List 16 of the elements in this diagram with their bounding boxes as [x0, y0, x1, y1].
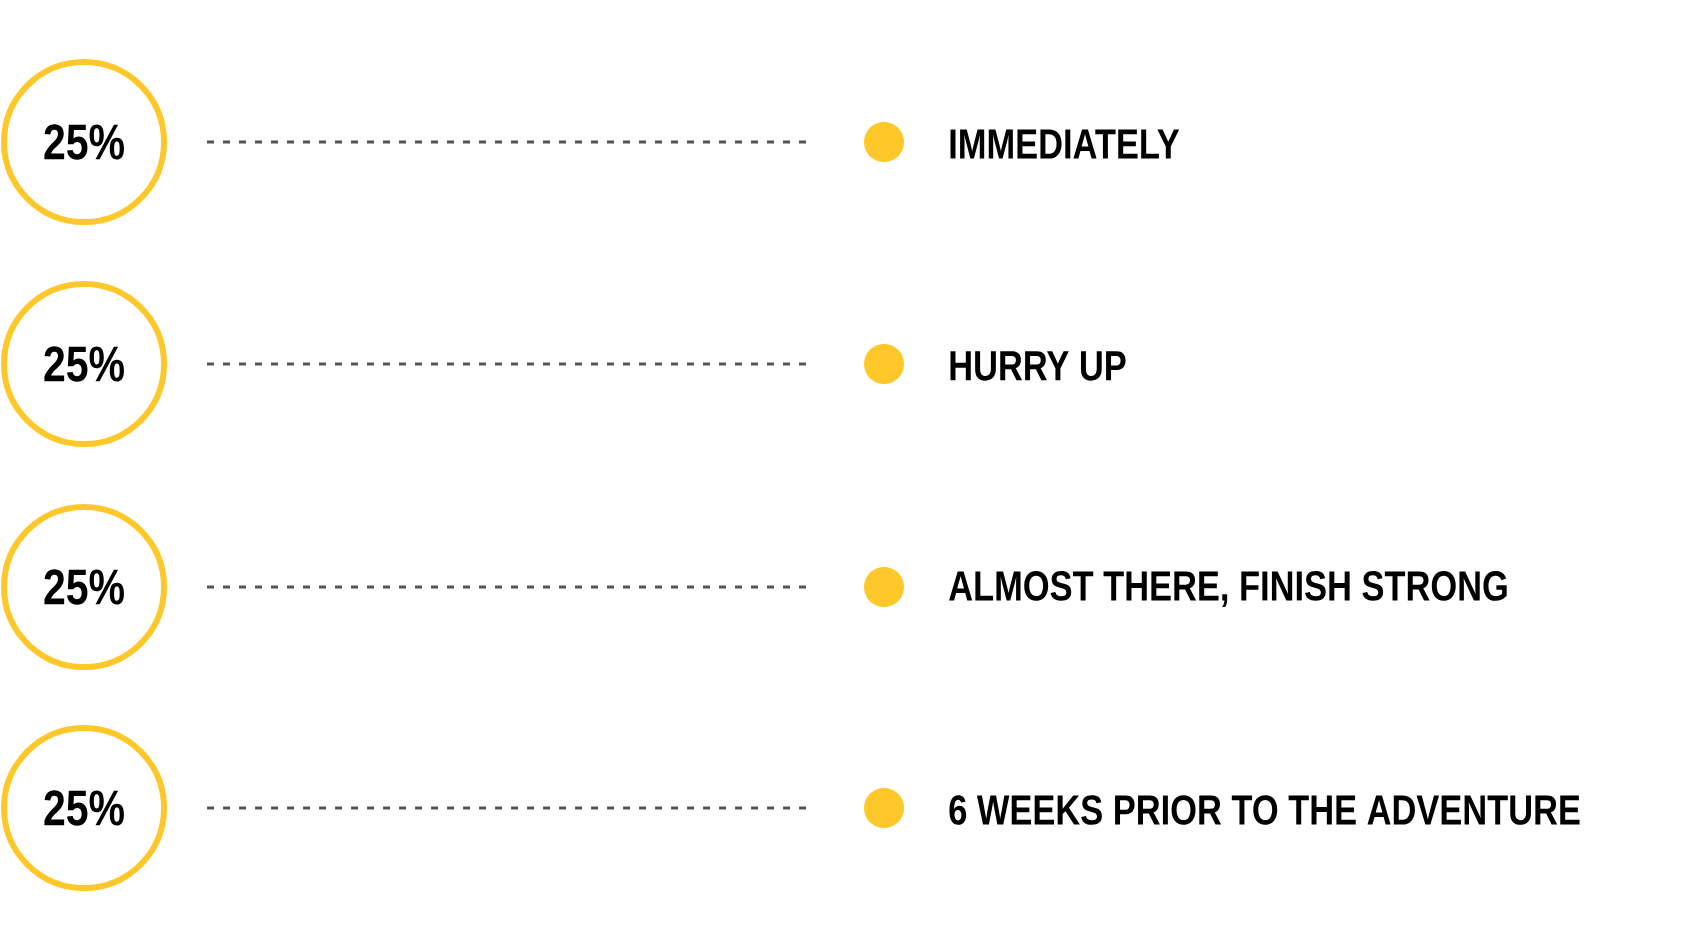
dashed-connector	[207, 806, 808, 810]
step-label: HURRY UP	[950, 351, 1126, 381]
bullet-dot	[864, 344, 904, 384]
bullet-dot	[864, 788, 904, 828]
step-label: 6 WEEKS PRIOR TO THE ADVENTURE	[949, 795, 1580, 825]
step-label: ALMOST THERE, FINISH STRONG	[949, 571, 1507, 607]
bullet-dot	[864, 122, 904, 162]
dashed-connector	[207, 585, 808, 589]
percent-ring: 25%	[1, 281, 167, 447]
percent-ring: 25%	[1, 59, 167, 225]
percent-ring: 25%	[1, 504, 167, 670]
bullet-dot	[864, 567, 904, 607]
dashed-connector	[207, 362, 808, 366]
step-label: IMMEDIATELY	[950, 129, 1180, 159]
dashed-connector	[207, 140, 808, 144]
percent-ring: 25%	[1, 725, 167, 891]
